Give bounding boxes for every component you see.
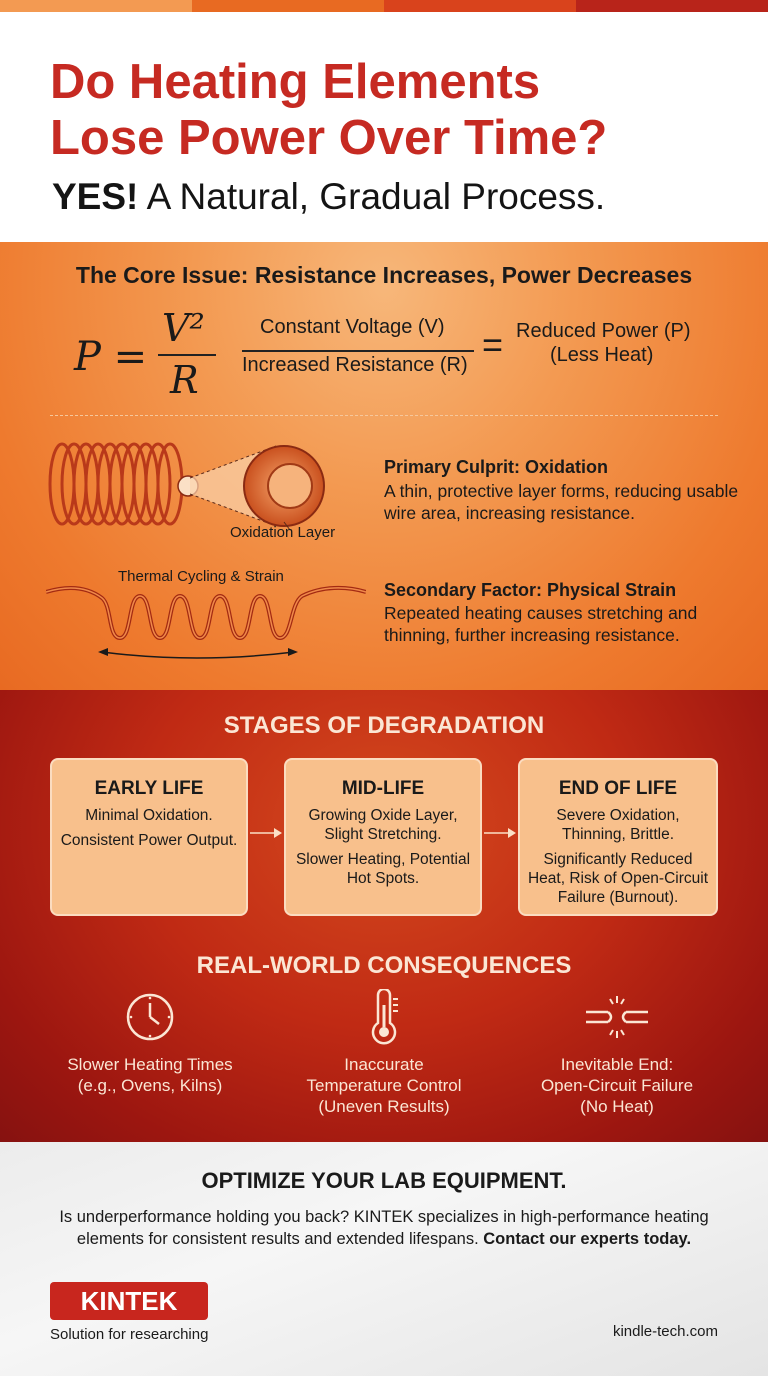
consequence-line: (e.g., Ovens, Kilns): [77, 1076, 223, 1095]
stage-card-mid-life: MID-LIFE Growing Oxide Layer, Slight Str…: [284, 758, 482, 916]
consequence-line: (No Heat): [580, 1097, 654, 1116]
section-divider: [50, 415, 718, 416]
stage-detail: Significantly Reduced Heat, Risk of Open…: [527, 851, 709, 906]
consequence-line: Temperature Control: [306, 1076, 462, 1095]
formula-numerator: V²: [162, 306, 205, 350]
thermometer-icon: [371, 989, 398, 1045]
stage-title: EARLY LIFE: [94, 778, 204, 799]
consequence-line: Inaccurate: [344, 1055, 424, 1074]
arrow-right-icon: [250, 828, 282, 838]
subtitle-emphasis: YES!: [52, 176, 139, 217]
stage-card-early-life: EARLY LIFE Minimal Oxidation. Consistent…: [50, 758, 248, 916]
consequence-line: (Uneven Results): [318, 1097, 450, 1116]
formula-equals: =: [482, 324, 504, 365]
stage-detail: Minimal Oxidation.: [85, 807, 213, 824]
title-line-2: Lose Power Over Time?: [50, 111, 608, 165]
consequence-inaccurate-control: Inaccurate Temperature Control (Uneven R…: [269, 988, 499, 1117]
coil-oxidation-illustration: [48, 442, 325, 531]
website-link[interactable]: kindle-tech.com: [612, 1323, 718, 1340]
stage-detail: Severe Oxidation, Thinning, Brittle.: [556, 807, 680, 843]
top-color-strip: [0, 0, 768, 12]
stage-detail: Growing Oxide Layer, Slight Stretching.: [308, 807, 458, 843]
oxidation-layer-label: Oxidation Layer: [230, 524, 336, 541]
secondary-factor-text: Repeated heating causes stretching and t…: [384, 603, 698, 645]
core-issue-section: The Core Issue: Resistance Increases, Po…: [0, 242, 768, 690]
primary-culprit-text: A thin, protective layer forms, reducing…: [384, 481, 739, 523]
voltage-resistance-bar: [242, 350, 474, 352]
arrow-right-icon: [484, 828, 516, 838]
reduced-power-label: Reduced Power (P): [516, 320, 691, 342]
broken-circuit-icon: [586, 996, 648, 1038]
page-subtitle: YES! A Natural, Gradual Process.: [52, 176, 752, 218]
consequence-open-circuit: Inevitable End: Open-Circuit Failure (No…: [502, 988, 732, 1117]
clock-icon: [126, 993, 174, 1041]
stage-detail: Consistent Power Output.: [60, 832, 238, 849]
formula-denominator: R: [170, 358, 199, 402]
primary-culprit-title: Primary Culprit: Oxidation: [384, 457, 609, 477]
contact-link[interactable]: Contact our experts today.: [483, 1230, 692, 1248]
consequence-line: Inevitable End:: [560, 1055, 674, 1074]
formula-fraction-bar: [158, 354, 216, 356]
stage-title: END OF LIFE: [558, 778, 678, 799]
stage-detail: Slower Heating, Potential Hot Spots.: [295, 851, 471, 887]
subtitle-text: A Natural, Gradual Process.: [138, 176, 606, 217]
constant-voltage-label: Constant Voltage (V): [260, 316, 445, 338]
stages-title: STAGES OF DEGRADATION: [223, 712, 545, 739]
consequence-line: Slower Heating Times: [67, 1055, 233, 1074]
thermal-strain-illustration: [46, 585, 366, 659]
stage-card-end-of-life: END OF LIFE Severe Oxidation, Thinning, …: [518, 758, 718, 916]
stage-title: MID-LIFE: [341, 778, 425, 799]
consequences-title: REAL-WORLD CONSEQUENCES: [196, 952, 572, 979]
formula-lhs: P =: [74, 334, 148, 380]
secondary-factor-title: Secondary Factor: Physical Strain: [384, 580, 677, 600]
cta-text: Is underperformance holding you back? KI…: [59, 1208, 709, 1248]
header: Do Heating Elements Lose Power Over Time…: [0, 12, 768, 242]
increased-resistance-label: Increased Resistance (R): [242, 354, 468, 376]
degradation-section: STAGES OF DEGRADATION EARLY LIFE Minimal…: [0, 690, 768, 1142]
cta-body: Is underperformance holding you back? KI…: [54, 1206, 714, 1250]
title-line-1: Do Heating Elements: [50, 55, 541, 109]
kintek-logo[interactable]: KINTEK: [50, 1282, 208, 1320]
consequence-line: Open-Circuit Failure: [540, 1076, 694, 1095]
consequence-slower-heating: Slower Heating Times (e.g., Ovens, Kilns…: [35, 988, 265, 1096]
footer: OPTIMIZE YOUR LAB EQUIPMENT. Is underper…: [0, 1142, 768, 1376]
core-issue-title: The Core Issue: Resistance Increases, Po…: [75, 262, 693, 288]
power-formula: P = V² R Constant Voltage (V) Increased …: [60, 306, 720, 406]
less-heat-label: (Less Heat): [550, 344, 654, 366]
logo-tagline: Solution for researching: [50, 1326, 209, 1343]
page-title: Do Heating Elements Lose Power Over Time…: [50, 54, 750, 166]
cta-title: OPTIMIZE YOUR LAB EQUIPMENT.: [201, 1168, 567, 1193]
thermal-cycling-label: Thermal Cycling & Strain: [118, 568, 284, 585]
